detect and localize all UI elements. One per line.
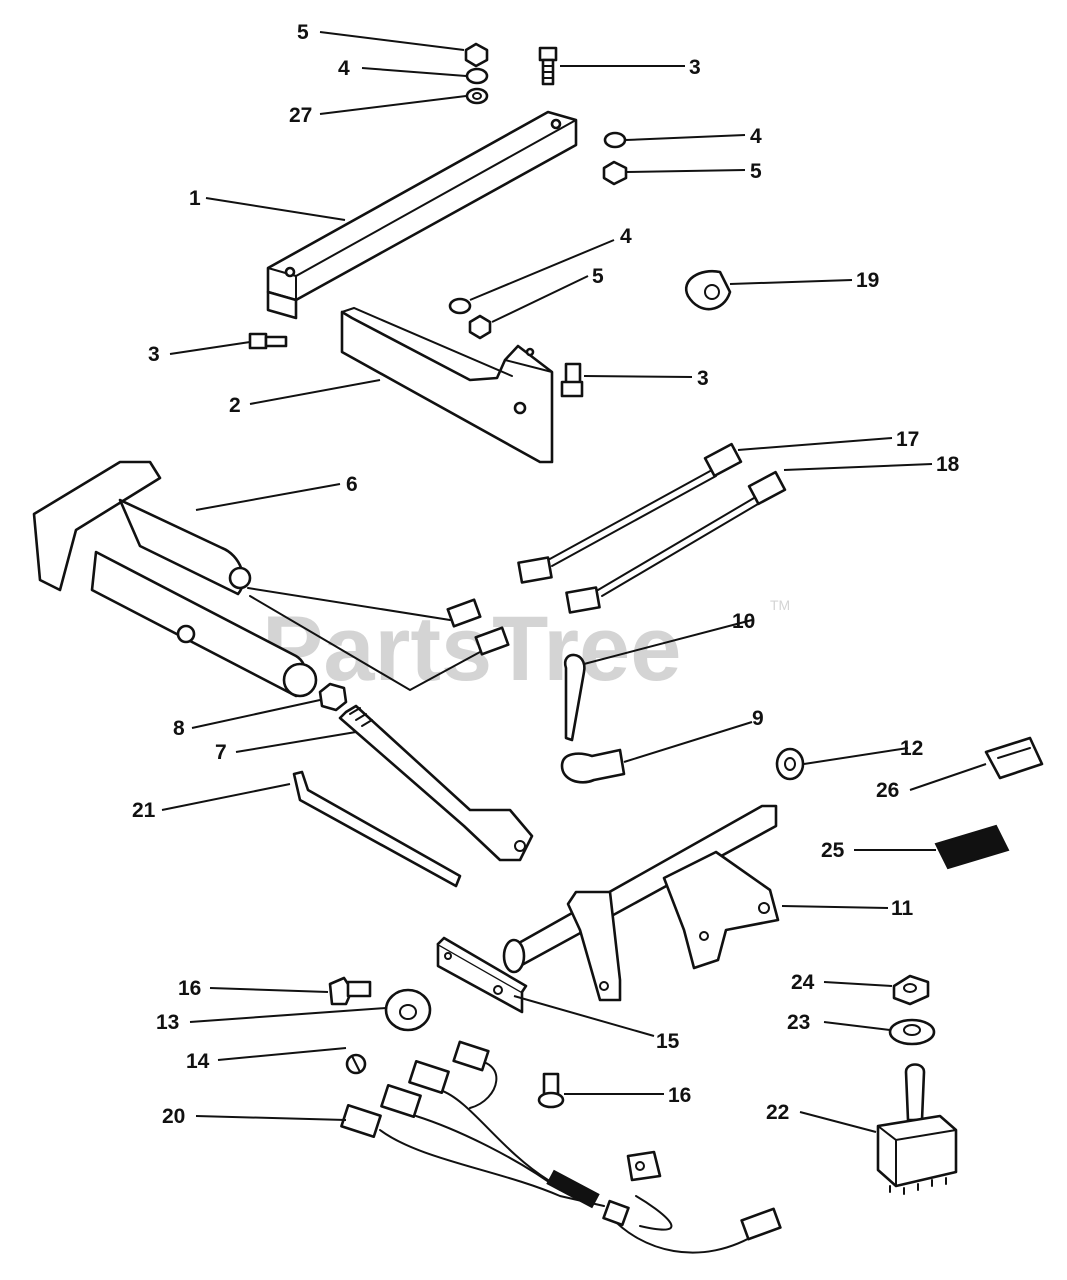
part-18-wire-harness	[565, 470, 787, 614]
callout-27: 27	[289, 104, 312, 127]
part-16-screw	[328, 976, 372, 1006]
callout-4: 4	[338, 57, 350, 80]
part-24-hex-nut	[892, 974, 930, 1006]
callout-16: 16	[668, 1084, 691, 1107]
part-2-mounting-bracket	[340, 306, 554, 464]
part-10-cotter-pin	[563, 653, 586, 742]
part-12-washer	[775, 747, 805, 781]
part-17-wire-harness	[517, 442, 743, 584]
callout-15: 15	[656, 1030, 680, 1053]
callout-4: 4	[750, 125, 762, 148]
callout-2: 2	[229, 394, 241, 417]
callout-25: 25	[821, 839, 845, 862]
part-6-actuator	[32, 460, 510, 698]
callout-8: 8	[173, 717, 185, 740]
callout-labels: 5 4 27 3 4 5 1 4 5 19 3 3 2 17 18 6 10 8…	[132, 21, 960, 1128]
part-3-bolt	[248, 332, 288, 350]
leader-lines	[161, 31, 987, 1133]
part-3-bolt	[538, 46, 558, 86]
callout-24: 24	[791, 971, 815, 994]
callout-13: 13	[156, 1011, 179, 1034]
part-27-washer	[465, 87, 489, 105]
callout-14: 14	[186, 1050, 210, 1073]
callout-5: 5	[297, 21, 309, 44]
part-8-nut	[318, 682, 348, 712]
part-14-lock-washer	[345, 1053, 367, 1075]
callout-6: 6	[346, 473, 358, 496]
part-20-wire-harness	[340, 1040, 782, 1254]
callout-1: 1	[189, 187, 201, 210]
part-7-rod	[338, 704, 534, 862]
part-26-decal	[984, 736, 1044, 780]
callout-5: 5	[592, 265, 604, 288]
callout-5: 5	[750, 160, 762, 183]
callout-7: 7	[215, 741, 227, 764]
part-25-decal	[934, 824, 1010, 870]
callout-4: 4	[620, 225, 632, 248]
callout-23: 23	[787, 1011, 810, 1034]
part-4-lock-washer	[448, 67, 627, 315]
part-3-bolt	[560, 362, 584, 398]
callout-21: 21	[132, 799, 156, 822]
part-23-star-washer	[888, 1018, 936, 1046]
callout-17: 17	[896, 428, 919, 451]
callout-20: 20	[162, 1105, 185, 1128]
part-9-pin	[560, 748, 626, 784]
callout-3: 3	[689, 56, 701, 79]
part-16-screw	[537, 1072, 565, 1109]
part-15-plate	[436, 936, 528, 1014]
part-11-shaft-assembly	[502, 804, 780, 1002]
callout-22: 22	[766, 1101, 789, 1124]
callout-9: 9	[752, 707, 764, 730]
part-1-channel-bracket	[266, 110, 578, 320]
callout-18: 18	[936, 453, 960, 476]
part-22-toggle-switch	[876, 1063, 958, 1195]
callout-12: 12	[900, 737, 923, 760]
part-13-washer	[384, 988, 432, 1032]
watermark-trademark: TM	[770, 597, 790, 613]
callout-16: 16	[178, 977, 201, 1000]
part-5-nut	[464, 42, 628, 340]
callout-3: 3	[148, 343, 160, 366]
callout-11: 11	[891, 897, 914, 920]
callout-26: 26	[876, 779, 899, 802]
part-19-clip	[684, 269, 732, 311]
part-21-strap	[292, 770, 462, 888]
callout-19: 19	[856, 269, 879, 292]
callout-3: 3	[697, 367, 709, 390]
callout-10: 10	[732, 610, 755, 633]
